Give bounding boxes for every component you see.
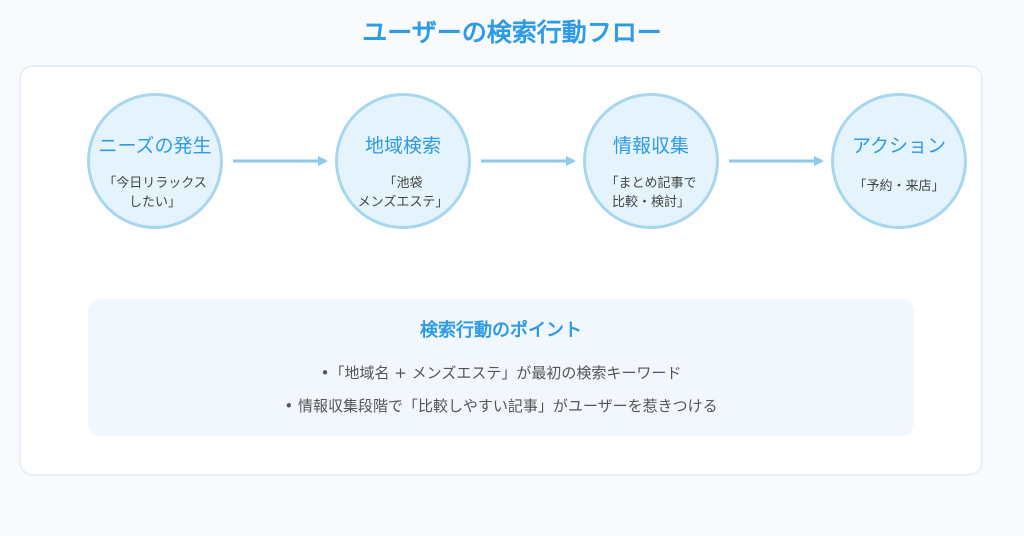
step-label: 情報収集 bbox=[612, 135, 689, 157]
key-points-panel: 検索行動のポイント •「地域名 + メンズエステ」が最初の検索キーワード • 情… bbox=[88, 299, 914, 436]
step-label: アクション bbox=[851, 135, 947, 157]
step-need: ニーズの発生 「今日リラックス したい」 bbox=[87, 93, 223, 229]
step-description: 「今日リラックス したい」 bbox=[103, 176, 207, 210]
step-description: 「まとめ記事で 比較・検討」 bbox=[605, 176, 697, 210]
step-info-gathering: 情報収集 「まとめ記事で 比較・検討」 bbox=[583, 93, 719, 229]
key-points-title: 検索行動のポイント bbox=[420, 320, 582, 341]
key-point-item: • 情報収集段階で「比較しやすい記事」がユーザーを惹きつける bbox=[284, 397, 718, 415]
diagram-title: ユーザーの検索行動フロー bbox=[362, 18, 662, 47]
step-description: 「池袋 メンズエステ」 bbox=[357, 176, 449, 210]
step-label: 地域検索 bbox=[364, 135, 441, 157]
step-description: 「予約・来店」 bbox=[853, 179, 945, 194]
step-area-search: 地域検索 「池袋 メンズエステ」 bbox=[335, 93, 471, 229]
key-point-item: •「地域名 + メンズエステ」が最初の検索キーワード bbox=[320, 364, 682, 382]
step-label: ニーズの発生 bbox=[98, 135, 212, 157]
step-action: アクション 「予約・来店」 bbox=[831, 93, 967, 229]
